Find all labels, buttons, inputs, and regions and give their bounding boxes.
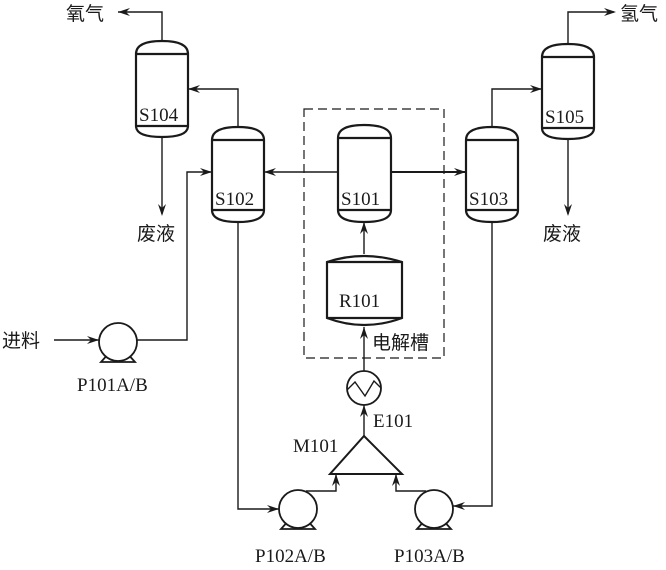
waste-liquid-label-left: 废液 — [137, 223, 175, 245]
stream-s102-to-p102 — [237, 222, 279, 510]
stream-s105-to-hydrogen — [567, 11, 614, 44]
stream-p103-to-m101 — [395, 474, 426, 492]
stream-s104-to-oxygen — [118, 11, 163, 41]
arrow-p103-into-m101 — [392, 474, 400, 486]
pump-p103[interactable]: P103A/B — [394, 489, 465, 567]
equipment-tag: S104 — [139, 105, 179, 126]
arrow-to-hydrogen — [604, 8, 616, 16]
equipment-tag: P103A/B — [394, 546, 465, 567]
equipment-tag: S101 — [341, 189, 380, 210]
electrolyzer-group-label: 电解槽 — [372, 332, 429, 354]
mixer-triangle — [327, 434, 405, 475]
arrow-into-s105 — [530, 85, 542, 93]
stream-p101-to-s102 — [137, 171, 212, 341]
flow-arrows — [87, 8, 616, 513]
arrow-into-p101 — [87, 336, 99, 344]
arrow-into-e101 — [360, 405, 368, 417]
heat-exchanger-e101[interactable]: E101 — [346, 370, 413, 432]
arrow-into-p102 — [267, 505, 279, 513]
arrow-into-r101 — [360, 327, 368, 339]
exchanger-zigzag-icon — [346, 379, 382, 398]
arrow-s105-waste — [564, 204, 572, 216]
arrow-p102-into-m101 — [332, 474, 340, 486]
separator-s101[interactable]: S101 — [336, 123, 393, 224]
arrow-into-p103 — [453, 502, 465, 510]
pump-casing — [414, 489, 454, 529]
arrow-into-s101 — [360, 222, 368, 234]
arrow-s104-waste — [158, 204, 166, 216]
arrow-into-s102-right — [264, 168, 276, 176]
stream-p102-to-m101 — [306, 474, 337, 492]
equipment-tag: S103 — [469, 189, 508, 210]
oxygen-label: 氧气 — [66, 3, 104, 25]
equipment-tag: R101 — [339, 291, 380, 312]
feed-label: 进料 — [2, 330, 40, 352]
electrolyzer-group-boundary — [303, 108, 445, 359]
exchanger-shell — [346, 370, 382, 406]
mixer-m101[interactable]: M101 — [293, 434, 405, 475]
arrow-into-s104 — [188, 85, 200, 93]
equipment-tag: S105 — [545, 107, 584, 128]
equipment-tag: P101A/B — [77, 375, 148, 396]
separator-s103[interactable]: S103 — [464, 125, 520, 224]
arrow-to-oxygen — [118, 8, 130, 16]
pump-casing — [278, 489, 318, 529]
separator-s104[interactable]: S104 — [134, 39, 190, 139]
pump-casing — [98, 322, 138, 362]
stream-s103-to-p103 — [453, 222, 493, 507]
equipment-tag: E101 — [373, 411, 413, 432]
separator-s105[interactable]: S105 — [540, 42, 596, 141]
equipment-tag: P102A/B — [255, 546, 326, 567]
stream-s102-to-s104 — [188, 88, 239, 127]
stream-s103-to-s105 — [491, 88, 542, 127]
pump-p101[interactable]: P101A/B — [77, 322, 148, 396]
waste-liquid-label-right: 废液 — [543, 223, 581, 245]
arrow-into-s102-left — [200, 168, 212, 176]
pump-p102[interactable]: P102A/B — [255, 489, 326, 567]
equipment-tag: M101 — [293, 436, 338, 457]
arrow-into-s103 — [454, 168, 466, 176]
separator-s102[interactable]: S102 — [210, 125, 266, 224]
equipment-tag: S102 — [215, 189, 254, 210]
electrolytic-cell-r101[interactable]: R101 — [325, 254, 404, 327]
hydrogen-label: 氢气 — [620, 3, 658, 25]
